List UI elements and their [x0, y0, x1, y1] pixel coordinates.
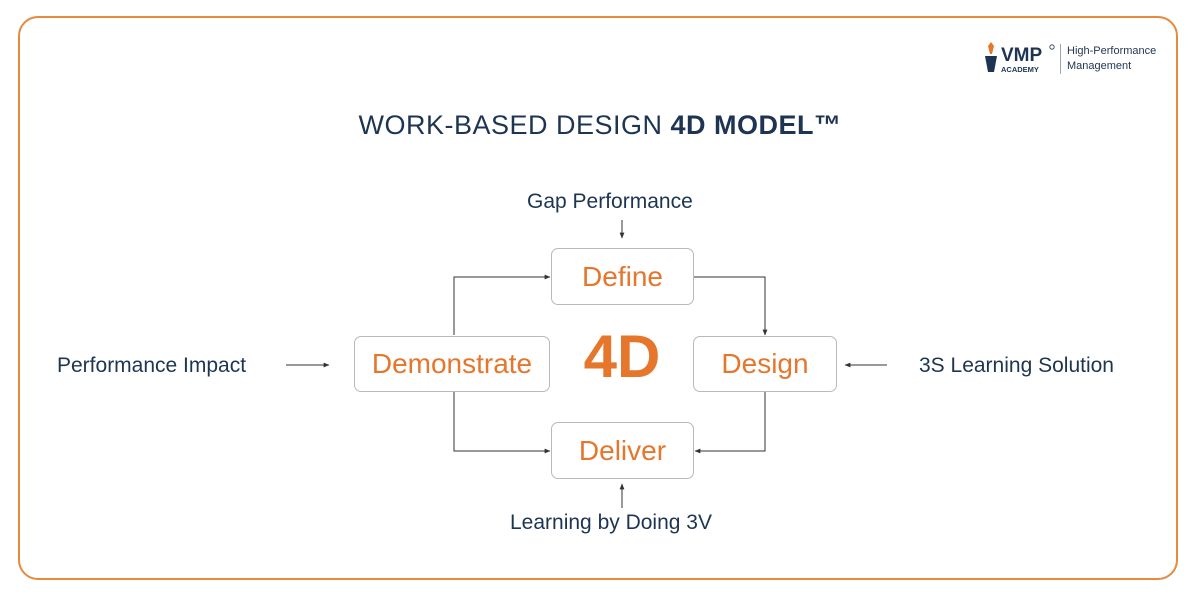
arrow-define-to-design [694, 276, 768, 336]
logo-tagline-line1: High-Performance [1067, 45, 1157, 57]
center-4d-label: 4D [583, 323, 661, 390]
title-bold: 4D MODEL™ [670, 110, 842, 140]
svg-text:VMP: VMP [1001, 45, 1043, 66]
page-title: WORK-BASED DESIGN 4D MODEL™ [0, 110, 1200, 141]
logo-tagline: High-Performance Management [1067, 44, 1156, 74]
arrow-demonstrate-to-define [453, 274, 551, 335]
input-gap-performance: Gap Performance [527, 190, 693, 213]
stage-define: Define [551, 248, 694, 305]
logo-separator [1060, 44, 1061, 74]
torch-icon: VMP ACADEMY [985, 42, 1055, 74]
logo-mark: VMP ACADEMY [982, 42, 1056, 76]
stage-deliver: Deliver [551, 422, 694, 479]
stage-design: Design [693, 336, 837, 392]
input-3s-learning-solution: 3S Learning Solution [919, 354, 1114, 377]
input-learning-by-doing: Learning by Doing 3V [510, 511, 712, 534]
arrow-design-to-deliver [694, 392, 766, 454]
vmp-academy-logo: VMP ACADEMY High-Performance Management [982, 42, 1156, 76]
logo-tagline-line2: Management [1067, 60, 1132, 72]
input-performance-impact: Performance Impact [57, 354, 247, 377]
stage-demonstrate: Demonstrate [354, 336, 550, 392]
arrow-demonstrate-to-deliver [453, 392, 551, 454]
svg-text:ACADEMY: ACADEMY [1001, 65, 1039, 74]
title-light: WORK-BASED DESIGN [358, 110, 671, 140]
